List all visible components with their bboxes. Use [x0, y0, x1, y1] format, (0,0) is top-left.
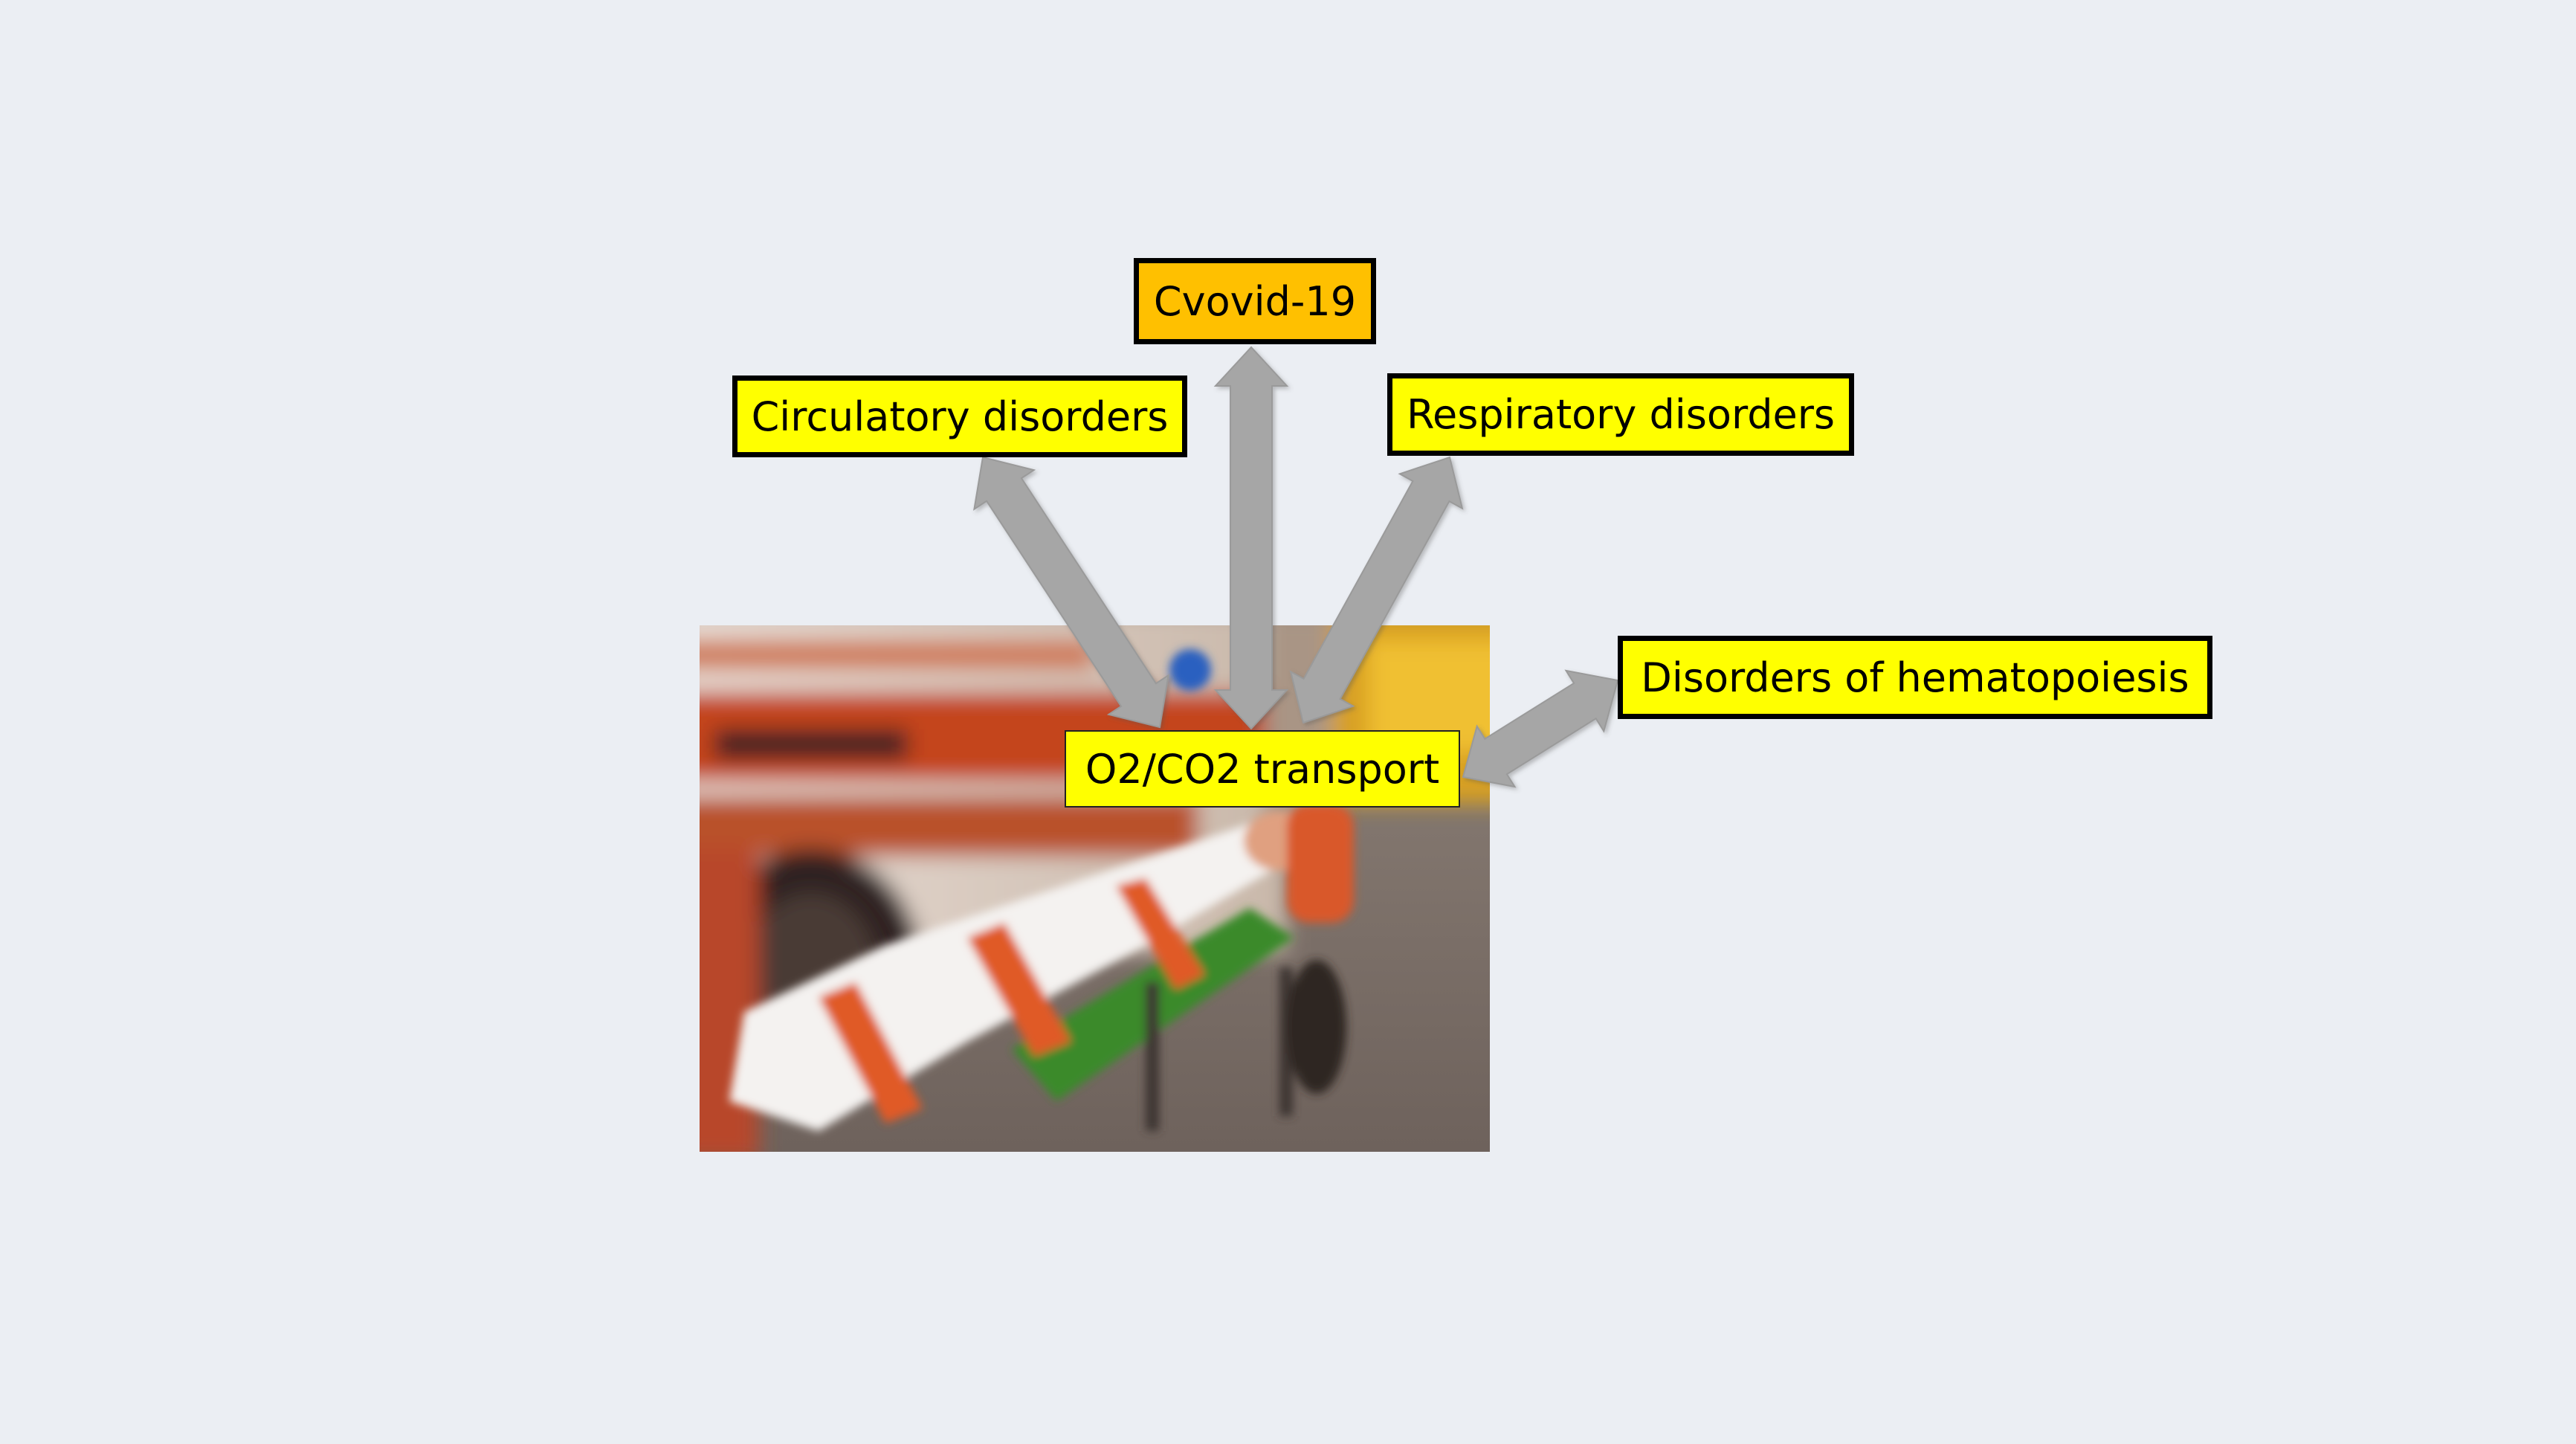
covid-19-label: Cvovid-19: [1153, 277, 1357, 325]
o2-co2-transport-label: O2/CO2 transport: [1085, 745, 1440, 793]
covid-19-box: Cvovid-19: [1134, 258, 1376, 344]
respiratory-disorders-label: Respiratory disorders: [1406, 391, 1836, 438]
hematopoiesis-disorders-label: Disorders of hematopoiesis: [1641, 654, 2189, 701]
o2-co2-transport-box: O2/CO2 transport: [1065, 730, 1460, 808]
circulatory-disorders-label: Circulatory disorders: [751, 393, 1169, 440]
respiratory-disorders-box: Respiratory disorders: [1387, 373, 1854, 456]
hematopoiesis-disorders-box: Disorders of hematopoiesis: [1618, 636, 2212, 719]
ambulance-stretcher-photo: [700, 625, 1490, 1152]
circulatory-disorders-box: Circulatory disorders: [732, 375, 1187, 457]
